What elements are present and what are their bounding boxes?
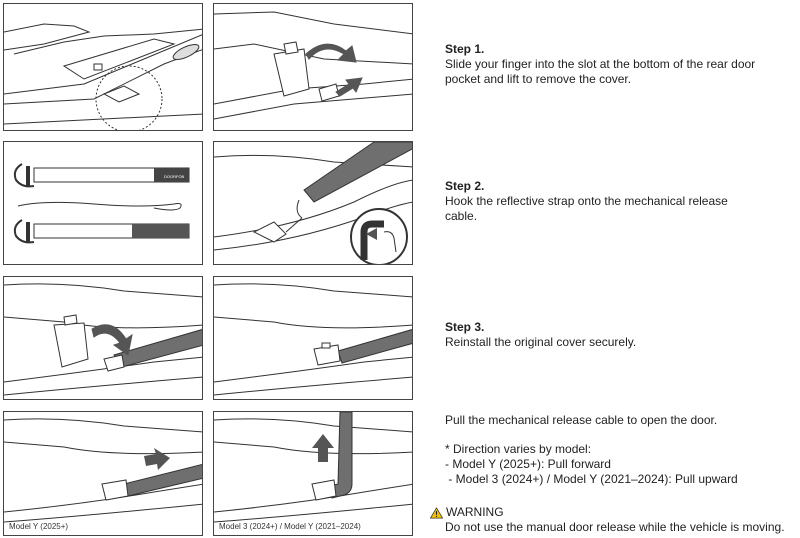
- panel-step3-reinstall-b: [213, 276, 413, 400]
- curved-arrow: [305, 43, 357, 63]
- step2-block: Step 2. Hook the reflective strap onto t…: [445, 179, 790, 224]
- step2-title: Step 2.: [445, 179, 485, 193]
- door-pocket-illustration: [4, 23, 202, 130]
- curved-arrow: [91, 324, 133, 356]
- direction-line1: - Model Y (2025+): Pull forward: [445, 457, 611, 471]
- panel-pull-upward: Model 3 (2024+) / Model Y (2021–2024): [213, 411, 413, 536]
- direction-heading: * Direction varies by model:: [445, 442, 592, 456]
- step2-text: Hook the reflective strap onto the mecha…: [445, 194, 728, 223]
- hook-strap-illustration: [214, 142, 412, 264]
- warning-block: WARNING Do not use the manual door relea…: [430, 505, 785, 535]
- pull-upward-illustration: [214, 412, 412, 523]
- pull-instructions: Pull the mechanical release cable to ope…: [445, 413, 795, 487]
- panel-step2-hook: [213, 141, 413, 265]
- panel-straps: DOORFOB: [3, 141, 203, 265]
- step1-block: Step 1. Slide your finger into the slot …: [445, 42, 790, 87]
- caption-model-y-2025: Model Y (2025+): [9, 522, 69, 531]
- step3-title: Step 3.: [445, 320, 485, 334]
- warning-text: Do not use the manual door release while…: [445, 520, 785, 534]
- warning-title: WARNING: [446, 505, 504, 519]
- caption-model-3-y: Model 3 (2024+) / Model Y (2021–2024): [219, 522, 361, 531]
- cover-removal-illustration: [214, 11, 412, 120]
- panel-step3-reinstall-a: [3, 276, 203, 400]
- panel-pull-forward: Model Y (2025+): [3, 411, 203, 536]
- pull-forward-illustration: [4, 418, 202, 523]
- strap-brand-label: DOORFOB: [164, 174, 185, 179]
- forward-arrow: [144, 448, 170, 470]
- direction-line2: - Model 3 (2024+) / Model Y (2021–2024):…: [445, 472, 738, 486]
- warning-icon: [430, 506, 443, 518]
- step3-text: Reinstall the original cover securely.: [445, 335, 637, 349]
- panel-step1-door: [3, 3, 203, 131]
- reinstalled-cover-illustration: [214, 283, 412, 396]
- strap-set-illustration: [13, 163, 190, 244]
- pull-text: Pull the mechanical release cable to ope…: [445, 413, 718, 427]
- reinstall-cover-illustration: [4, 283, 202, 396]
- upward-arrow: [312, 434, 334, 462]
- step3-block: Step 3. Reinstall the original cover sec…: [445, 320, 790, 350]
- panel-step1-cover: [213, 3, 413, 131]
- step1-text: Slide your finger into the slot at the b…: [445, 57, 756, 86]
- step1-title: Step 1.: [445, 42, 485, 56]
- diagonal-arrow: [335, 77, 363, 97]
